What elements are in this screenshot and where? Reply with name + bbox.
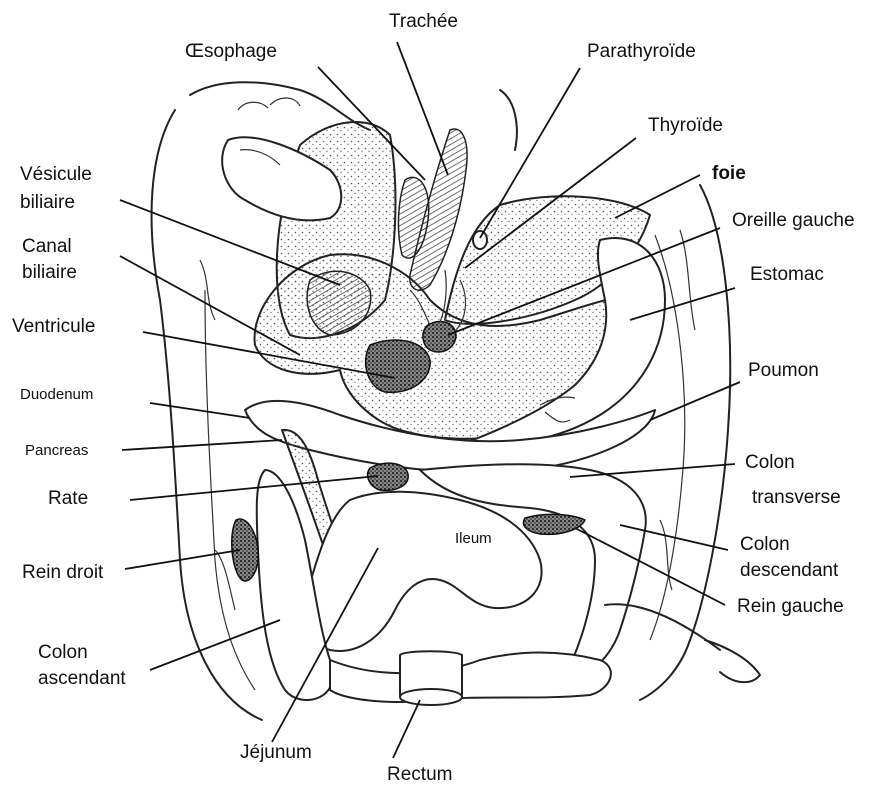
label-thyroide: Thyroïde <box>648 115 723 136</box>
leader-duodenum <box>150 403 250 418</box>
leader-poumon <box>650 382 740 420</box>
label-rate: Rate <box>48 488 88 509</box>
label-oreille-gauche: Oreille gauche <box>732 210 855 231</box>
leader-rate <box>130 476 378 500</box>
label-colon-ascendant-line2: ascendant <box>38 668 126 689</box>
label-oesophage: Œsophage <box>185 41 277 62</box>
kidney-left-drawing <box>523 514 585 534</box>
label-colon-ascendant-line1: Colon <box>38 642 88 663</box>
label-canal-line1: Canal <box>22 236 72 257</box>
label-estomac: Estomac <box>750 264 824 285</box>
label-colon-descendant-line2: descendant <box>740 560 839 581</box>
label-rein-droit: Rein droit <box>22 562 104 583</box>
label-parathyroide: Parathyroïde <box>587 41 696 62</box>
rectum-opening <box>400 689 462 705</box>
label-ileum: Ileum <box>455 530 492 547</box>
leader-pancreas <box>122 440 282 450</box>
label-trachee: Trachée <box>389 11 458 32</box>
leader-rein-droit <box>125 550 240 569</box>
leader-colon-ascendant <box>150 620 280 670</box>
anatomy-illustration <box>152 82 760 720</box>
label-rectum: Rectum <box>387 764 452 785</box>
label-vesicule-line2: biliaire <box>20 192 75 213</box>
label-poumon: Poumon <box>748 360 819 381</box>
label-canal-line2: biliaire <box>22 262 77 283</box>
parathyroid-drawing <box>473 231 487 249</box>
label-colon-transverse-line1: Colon <box>745 452 795 473</box>
label-rein-gauche: Rein gauche <box>737 596 844 617</box>
label-jejunum: Jéjunum <box>240 742 312 763</box>
label-vesicule-line1: Vésicule <box>20 164 92 185</box>
label-duodenum: Duodenum <box>20 386 93 403</box>
intestine-loop-lower <box>330 653 611 702</box>
label-pancreas: Pancreas <box>25 442 88 459</box>
leader-trachee <box>397 42 448 175</box>
label-foie: foie <box>712 163 746 184</box>
label-ventricule: Ventricule <box>12 316 95 337</box>
oreille-drawing <box>423 322 456 352</box>
label-colon-transverse-line2: transverse <box>752 487 841 508</box>
label-colon-descendant-line1: Colon <box>740 534 790 555</box>
leader-foie <box>615 175 700 218</box>
leader-rectum <box>393 700 420 758</box>
ileum-drawing <box>305 492 541 651</box>
